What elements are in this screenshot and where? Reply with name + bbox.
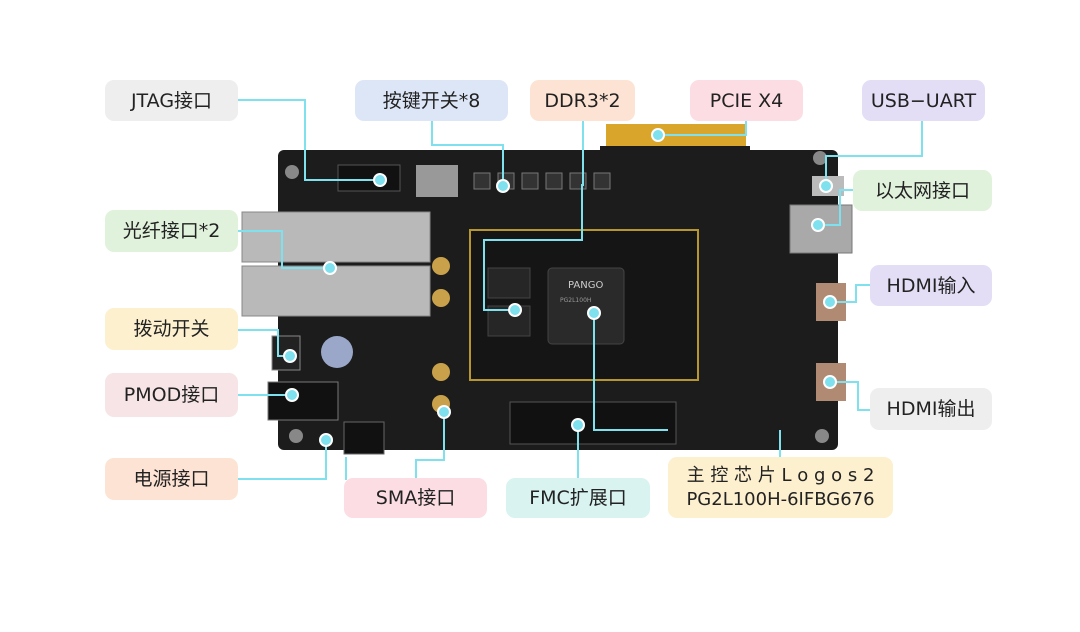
sma-connectors bbox=[432, 257, 450, 413]
pmod-header bbox=[267, 381, 339, 421]
jtag-header bbox=[337, 164, 401, 192]
chip-brand: PANGO bbox=[568, 280, 603, 291]
sd-slot bbox=[416, 165, 458, 197]
chip-model: PG2L100H bbox=[560, 297, 591, 304]
label-fmc: FMC扩展口 bbox=[506, 478, 650, 518]
label-jtag: JTAG接口 bbox=[105, 80, 238, 121]
label-fpga: 主 控 芯 片 L o g o s 2 PG2L100H-6IFBG676 bbox=[668, 457, 893, 518]
power-jack bbox=[343, 421, 385, 455]
sfp-cage-2 bbox=[241, 265, 431, 317]
fpga-chip bbox=[547, 267, 625, 345]
ddr-chip-1 bbox=[487, 267, 531, 299]
sfp-cage-1 bbox=[241, 211, 431, 263]
label-usb-uart: USB−UART bbox=[862, 80, 985, 121]
label-fiber: 光纤接口*2 bbox=[105, 210, 238, 252]
label-ethernet: 以太网接口 bbox=[853, 170, 992, 211]
label-pcie: PCIE X4 bbox=[690, 80, 803, 121]
label-toggle-switch: 拨动开关 bbox=[105, 308, 238, 350]
connector-dots bbox=[283, 128, 837, 447]
ethernet-jack bbox=[789, 204, 853, 254]
mounting-holes bbox=[285, 151, 829, 443]
capacitor bbox=[321, 336, 353, 368]
label-hdmi-out: HDMI输出 bbox=[870, 388, 992, 430]
pcie-notch bbox=[600, 146, 750, 154]
label-hdmi-in: HDMI输入 bbox=[870, 265, 992, 306]
label-pmod: PMOD接口 bbox=[105, 373, 238, 417]
label-power: 电源接口 bbox=[105, 458, 238, 500]
label-ddr3: DDR3*2 bbox=[530, 80, 635, 121]
label-sma: SMA接口 bbox=[344, 478, 487, 518]
fpga-family: 主 控 芯 片 L o g o s 2 bbox=[686, 464, 875, 486]
fpga-part-number: PG2L100H-6IFBG676 bbox=[686, 488, 875, 510]
label-push-buttons: 按键开关*8 bbox=[355, 80, 508, 121]
